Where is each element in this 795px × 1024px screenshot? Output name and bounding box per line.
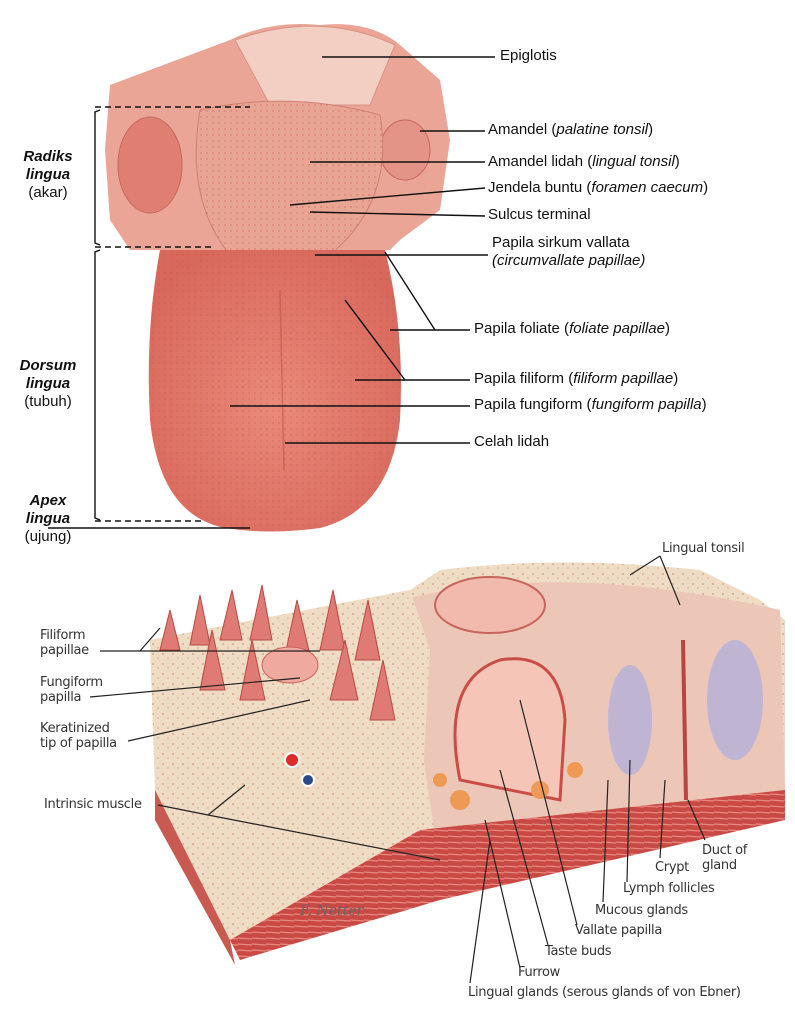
label-furrow: Furrow <box>518 965 560 980</box>
label-celah-lidah: Celah lidah <box>474 433 550 450</box>
label-intrinsic-muscle: Intrinsic muscle <box>44 797 142 812</box>
label-mucous-glands: Mucous glands <box>595 903 688 918</box>
label-fungiform: Papila fungiform (fungiform papilla) <box>474 396 707 413</box>
label-epiglotis: Epiglotis <box>500 47 557 64</box>
label-filiform: Papila filiform (filiform papillae) <box>474 370 679 387</box>
label-taste-buds: Taste buds <box>545 944 612 959</box>
label-lingual-tonsil: Amandel lidah (lingual tonsil) <box>488 153 680 170</box>
label-palatine-tonsil: Amandel (palatine tonsil) <box>488 121 654 138</box>
label-lingual-tonsil-en: Lingual tonsil <box>662 541 745 556</box>
label-circumvallate: Papila sirkum vallata(circumvallate papi… <box>492 234 646 269</box>
label-crypt: Crypt <box>655 860 689 875</box>
label-foliate: Papila foliate (foliate papillae) <box>474 320 670 337</box>
label-sulcus-terminal: Sulcus terminal <box>488 206 591 223</box>
tongue-top-view <box>105 24 450 532</box>
label-lingual-glands: Lingual glands (serous glands of von Ebn… <box>468 985 741 1000</box>
bottom-leader-lines <box>89 555 706 984</box>
label-foramen-caecum: Jendela buntu (foramen caecum) <box>488 179 709 196</box>
label-vallate-papilla: Vallate papilla <box>575 923 663 938</box>
tongue-section-block <box>150 562 785 965</box>
label-lymph-follicles: Lymph follicles <box>623 881 715 896</box>
artist-signature: F. Netter <box>299 903 365 919</box>
top-leader-lines <box>48 56 495 529</box>
